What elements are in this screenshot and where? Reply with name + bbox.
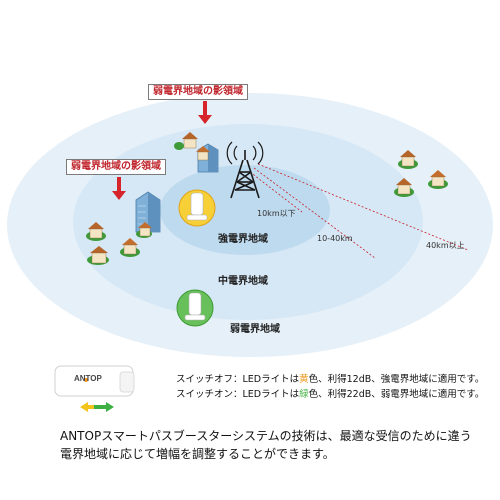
booster-yellow-icon (178, 189, 216, 227)
strong-zone-ring (160, 165, 330, 255)
zone-label-strong: 強電界地域 (218, 234, 268, 245)
footer-line-1: ANTOPスマートパスブースターシステムの技術は、最適な受信のために違う (60, 429, 472, 443)
legend-switch-off-suffix: 色、利得12dB、強電界地域に適用です。 (308, 374, 485, 385)
distance-label-near: 10km以下 (257, 209, 296, 218)
zone-label-medium: 中電界地域 (218, 276, 268, 287)
arrow-down-icon (112, 177, 126, 200)
legend-switch-on-color: 緑 (299, 389, 309, 400)
legend-switch-on-suffix: 色、利得22dB、弱電界地域に適用です。 (308, 389, 485, 400)
signal-lines (249, 163, 469, 259)
zone-label-weak: 弱電界地域 (230, 324, 280, 335)
switch-arrows-icon (80, 402, 114, 412)
legend-switch-off: スイッチオフ：LEDライトは黄色、利得12dB、強電界地域に適用です。 (176, 371, 484, 385)
house-cluster-left (86, 222, 152, 265)
distance-label-far: 40km以上 (426, 241, 465, 250)
tower-icon (226, 141, 264, 199)
distance-label-mid: 10-40km (317, 234, 353, 243)
legend-switch-on-prefix: スイッチオン：LEDライトは (176, 389, 300, 400)
legend-switch-off-prefix: スイッチオフ：LEDライトは (176, 374, 300, 385)
legend-switch-on: スイッチオン：LEDライトは緑色、利得22dB、弱電界地域に適用です。 (176, 386, 484, 400)
footer-line-2: 電界地域に応じて増幅を調整することができます。 (60, 447, 335, 461)
device-brand-label: ANTOP (74, 374, 102, 383)
booster-device-icon (54, 365, 135, 397)
callout-weak-zone-shadow-top: 弱電界地域の影領域 (148, 84, 248, 100)
building-left-icon (135, 191, 161, 233)
house-cluster-right (394, 150, 448, 197)
booster-green-icon (176, 289, 214, 327)
callout-weak-zone-shadow-left: 弱電界地域の影領域 (66, 159, 166, 175)
house-cluster-top (174, 132, 210, 161)
legend-switch-off-color: 黄 (299, 374, 309, 385)
arrow-down-icon (198, 101, 212, 124)
